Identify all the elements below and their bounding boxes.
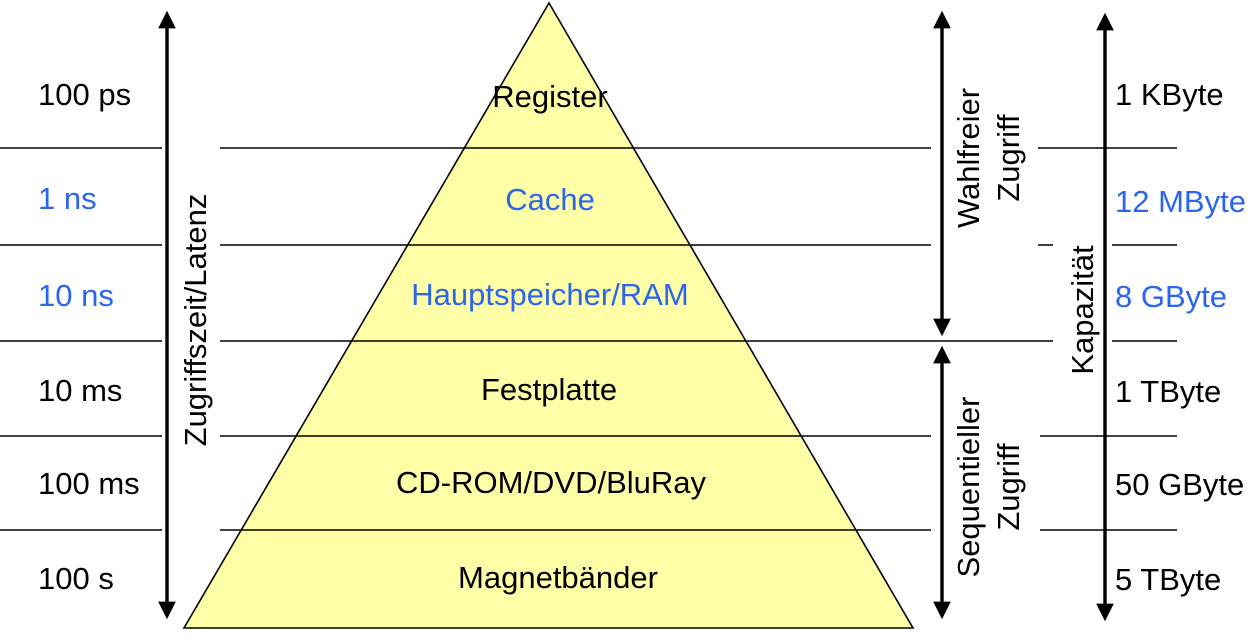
random-access-title: Wahlfreier Zugriff — [949, 88, 1029, 228]
sequential-access-title-line1: Sequentieller — [951, 396, 986, 578]
pyramid-shape — [182, 1, 915, 629]
capacity-label-tape: 5 TByte — [1115, 561, 1222, 597]
latency-label-cache: 1 ns — [38, 180, 97, 216]
random-access-title-line1: Wahlfreier — [951, 87, 986, 229]
capacity-label-ram: 8 GByte — [1115, 278, 1227, 314]
level-name-tape: Magnetbänder — [458, 559, 658, 595]
latency-label-hdd: 10 ms — [38, 372, 123, 408]
capacity-label-register: 1 KByte — [1115, 76, 1224, 112]
capacity-label-hdd: 1 TByte — [1115, 373, 1222, 409]
level-name-hdd: Festplatte — [480, 371, 618, 407]
capacity-axis-title: Kapazität — [1065, 245, 1100, 375]
latency-label-ram: 10 ns — [38, 277, 114, 313]
capacity-label-optical: 50 GByte — [1115, 466, 1245, 502]
level-name-register: Register — [492, 78, 608, 114]
latency-label-optical: 100 ms — [38, 465, 140, 501]
level-name-ram: Hauptspeicher/RAM — [411, 276, 689, 312]
sequential-access-title-line2: Zugriff — [991, 443, 1026, 531]
capacity-label-cache: 12 MByte — [1115, 183, 1246, 219]
level-name-optical: CD-ROM/DVD/BluRay — [395, 464, 707, 500]
latency-label-tape: 100 s — [38, 560, 114, 596]
random-access-title-line2: Zugriff — [991, 114, 1026, 202]
sequential-access-title: Sequentieller Zugriff — [949, 397, 1029, 578]
level-name-cache: Cache — [505, 181, 595, 217]
latency-label-register: 100 ps — [38, 76, 132, 112]
latency-axis-title: Zugriffszeit/Latenz — [178, 193, 213, 447]
